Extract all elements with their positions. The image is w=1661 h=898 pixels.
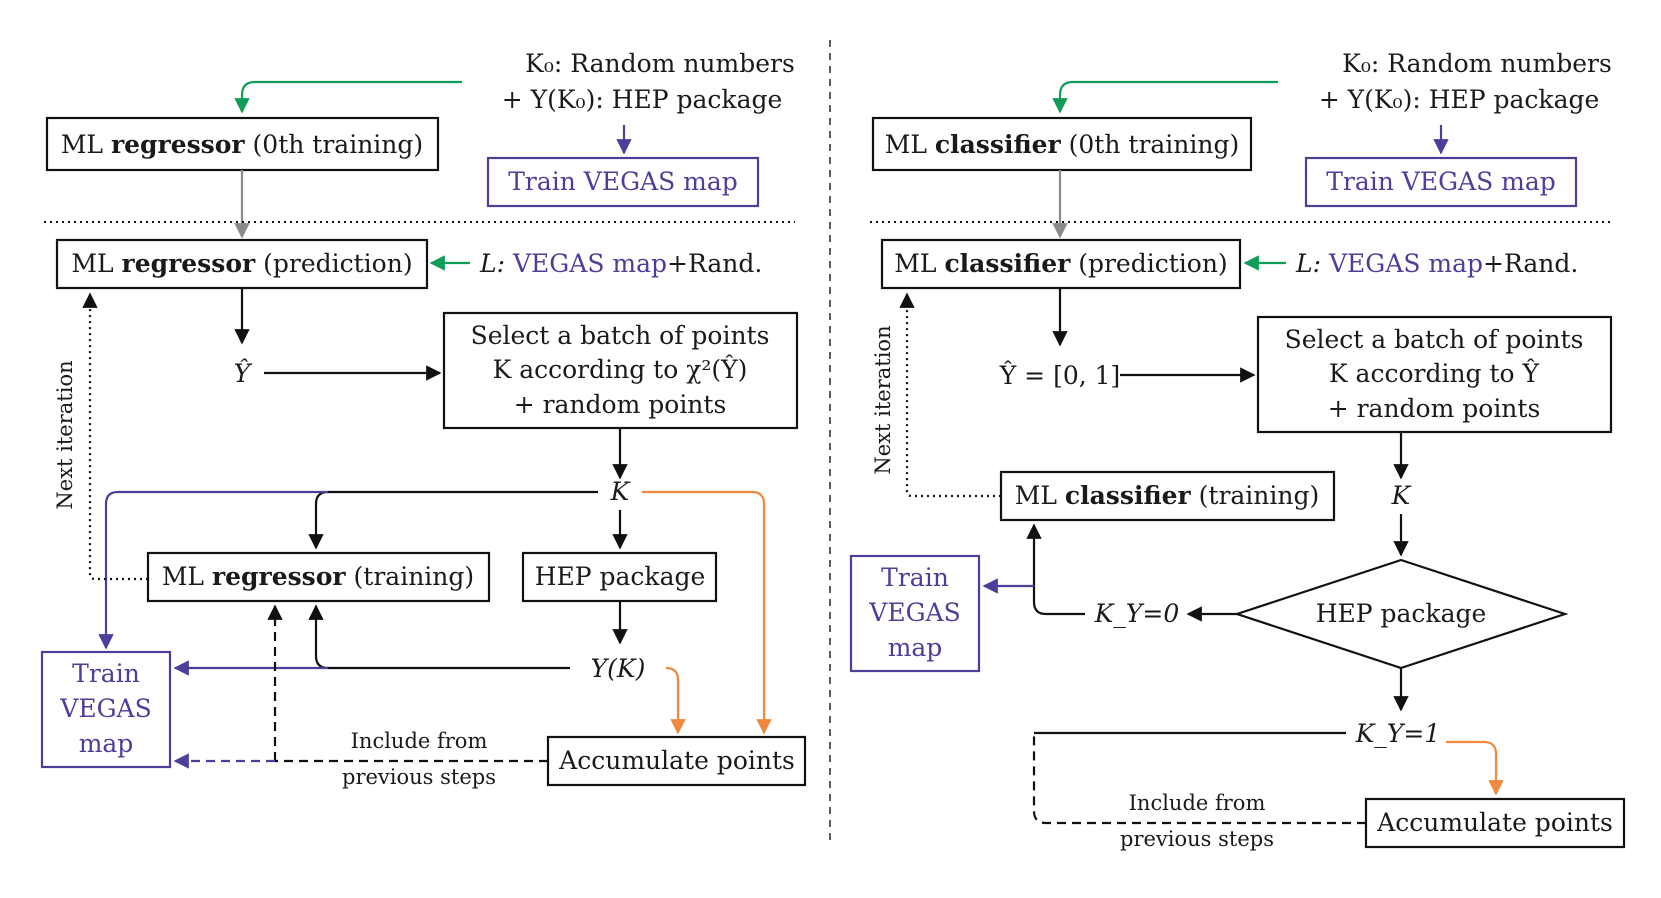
right-select-line3: + random points [1328,394,1541,423]
left-select-line2: K according to χ²(Ŷ) [493,355,748,384]
right-training-box [999,470,1336,522]
right-yhat-label: Ŷ = [0, 1] [999,361,1121,390]
right-train-vegas-line1: Train [881,563,949,592]
right-hep-label: HEP package [1316,599,1487,628]
left-training-box [146,551,491,603]
right-input-line1: K₀: Random numbers [1342,49,1612,78]
right-prediction-label: ML classifier (prediction) [894,249,1227,278]
left-select-line1: Select a batch of points [471,321,770,350]
right-0th-training-label: ML classifier (0th training) [885,130,1240,159]
left-next-iteration-loop [82,292,148,581]
left-include-line1: Include from [351,729,488,753]
right-include-dashed [1032,733,1366,825]
right-train-vegas-top-label: Train VEGAS map [1326,167,1556,196]
left-select-line3: + random points [514,390,727,419]
left-training-label: ML regressor (training) [162,562,474,591]
right-accumulate-label: Accumulate points [1376,808,1613,837]
right-L-label: L: VEGAS map+Rand. [1295,249,1578,278]
left-train-vegas-line2: VEGAS [59,694,151,723]
left-next-iteration-label: Next iteration [53,360,77,509]
right-include-line1: Include from [1129,791,1266,815]
left-accumulate-box [546,735,807,787]
right-training-label: ML classifier (training) [1015,481,1320,510]
right-ky0-label: K_Y=0 [1094,599,1180,628]
right-accumulate-box [1364,797,1626,849]
left-green-arrow [234,80,462,114]
left-train-vegas-top-label: Train VEGAS map [508,167,738,196]
left-input-line1: K₀: Random numbers [525,49,795,78]
left-hep-box [521,551,718,603]
left-yk-label: Y(K) [591,654,646,683]
right-train-vegas-line2: VEGAS [868,598,960,627]
left-k-to-vegas [98,490,328,650]
left-hep-label: HEP package [535,562,706,591]
right-next-iteration-label: Next iteration [871,325,895,474]
left-k-to-training [308,490,598,550]
left-accumulate-label: Accumulate points [558,746,795,775]
right-select-line2: K according to Ŷ [1329,359,1540,388]
left-L-label: L: VEGAS map+Rand. [479,249,762,278]
left-yk-to-training [308,604,570,670]
right-ky1-label: K_Y=1 [1355,719,1441,748]
right-k-label: K [1391,481,1412,510]
right-train-vegas-top-box [1304,156,1578,208]
left-yhat-label: Ŷ [234,359,253,388]
right-green-arrow [1052,80,1278,114]
left-0th-training-label: ML regressor (0th training) [61,130,423,159]
left-train-vegas-line3: map [79,729,134,758]
left-train-vegas-line1: Train [72,659,140,688]
right-select-line1: Select a batch of points [1285,325,1584,354]
right-train-vegas-line3: map [888,633,943,662]
right-panel: K₀: Random numbers + Y(K₀): HEP package … [849,49,1626,851]
left-k-label: K [610,477,631,506]
right-ky0-to-training [1026,523,1085,616]
left-input-line2: + Y(K₀): HEP package [502,85,783,114]
left-k-to-accumulate [642,490,772,735]
right-prediction-box [880,238,1242,290]
left-train-vegas-box [40,650,172,769]
right-select-box [1256,315,1613,434]
right-include-line2: previous steps [1120,827,1274,851]
right-input-line2: + Y(K₀): HEP package [1319,85,1600,114]
left-panel: K₀: Random numbers + Y(K₀): HEP package … [40,49,807,789]
right-next-iteration-loop [899,292,1001,498]
left-include-line2: previous steps [342,765,496,789]
left-yk-to-accumulate [665,666,686,735]
right-ky1-to-accumulate [1446,740,1504,796]
left-prediction-label: ML regressor (prediction) [71,249,412,278]
right-0th-training-box [871,116,1253,172]
left-prediction-box [55,238,429,290]
left-train-vegas-top-box [486,156,760,208]
right-train-vegas-box [849,554,981,673]
